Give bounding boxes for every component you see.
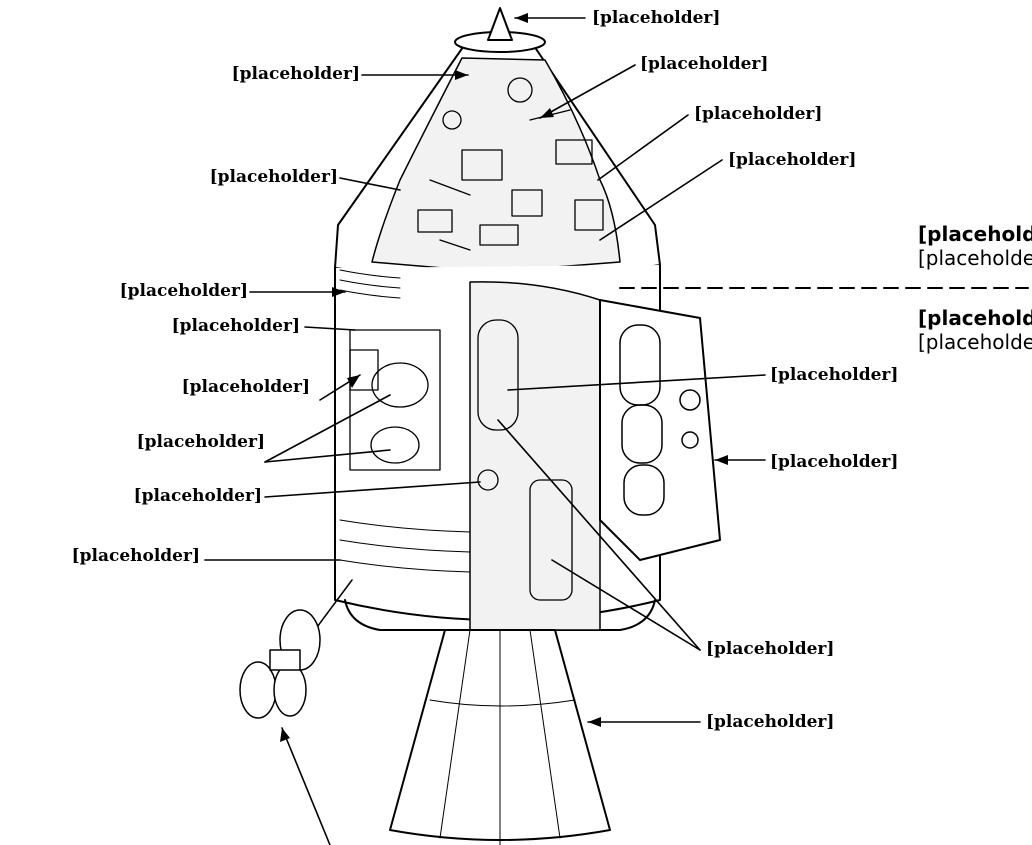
leader-cryo-tanks-2	[264, 449, 391, 463]
label-sps-tanks: [placeholder]	[706, 639, 835, 659]
label-helium-tank: [placeholder]	[770, 365, 899, 385]
section-abbr-command-module: [placeholder]	[918, 246, 1032, 270]
label-side-hatch: [placeholder]	[694, 104, 823, 124]
label-eps-radiator: [placeholder]	[119, 281, 248, 301]
leader-crew-cabin	[339, 177, 401, 191]
leader-cryo-tanks-1	[264, 394, 391, 463]
label-ecs-radiator: [placeholder]	[71, 546, 200, 566]
label-rcs-quad-right: [placeholder]	[770, 452, 899, 472]
label-apex: [placeholder]	[728, 150, 857, 170]
arrowheads	[280, 13, 728, 742]
label-crew-cabin: [placeholder]	[209, 167, 338, 187]
rcs-panel-right	[599, 299, 721, 561]
cabin-cutaway	[371, 57, 621, 273]
label-rcs-quad-left: [placeholder]	[181, 377, 310, 397]
leader-antenna-bottom	[281, 727, 331, 845]
label-main-chute: [placeholder]	[231, 64, 360, 84]
label-sps-nozzle: [placeholder]	[706, 712, 835, 732]
label-docking: [placeholder]	[592, 8, 721, 28]
leader-drogue-chute	[539, 64, 636, 119]
docking-probe	[487, 7, 513, 41]
leader-fuel-cell	[304, 326, 356, 331]
leader-vhf-antenna	[264, 481, 481, 498]
cabin-equipment	[417, 77, 604, 251]
label-drogue-chute: [placeholder]	[640, 54, 769, 74]
leader-sps-tanks-2	[551, 559, 701, 651]
label-vhf-antenna: [placeholder]	[133, 486, 262, 506]
leader-side-hatch	[597, 114, 689, 181]
leader-lines	[204, 17, 766, 845]
nozzle-lines	[429, 629, 576, 845]
leader-helium-tank	[507, 374, 766, 391]
section-abbr-service-module: [placeholder]	[918, 330, 1032, 354]
helium-tanks	[619, 324, 701, 516]
high-gain-antenna	[239, 579, 353, 719]
label-fuel-cell: [placeholder]	[171, 316, 300, 336]
section-name-service-module: [placeholder]	[918, 306, 1032, 330]
section-label-command-module: [placeholder] [placeholder]	[918, 222, 1032, 270]
radiator-panels	[339, 269, 471, 573]
leader-apex	[599, 159, 723, 241]
leader-sps-tanks-1	[497, 419, 701, 651]
label-cryo-tanks: [placeholder]	[136, 432, 265, 452]
section-name-command-module: [placeholder]	[918, 222, 1032, 246]
section-label-service-module: [placeholder] [placeholder]	[918, 306, 1032, 354]
